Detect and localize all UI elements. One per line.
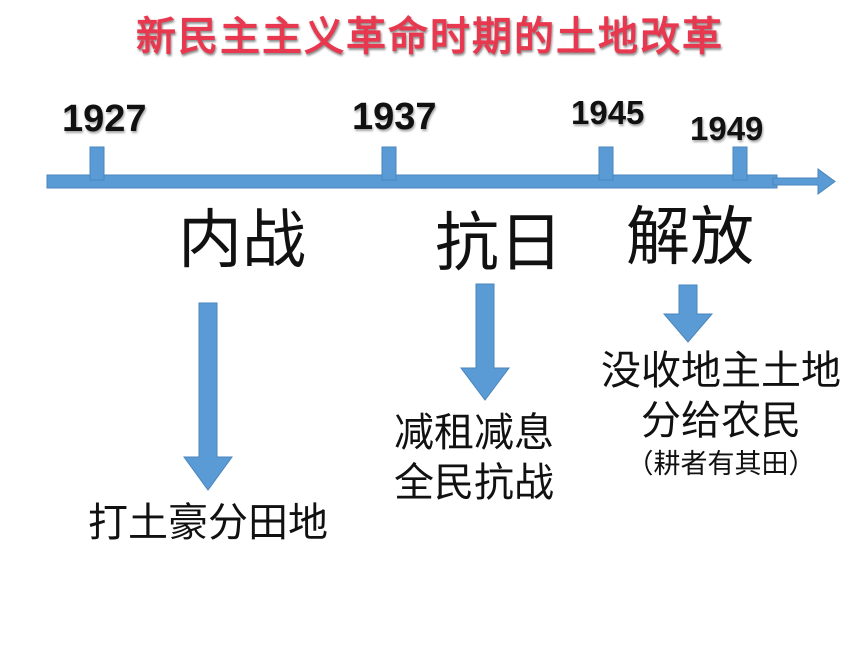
year-label-1927: 1927 — [62, 98, 147, 140]
year-label-1945: 1945 — [571, 94, 645, 131]
timeline-bar — [46, 174, 778, 189]
down-arrow-icon-anti-japanese — [460, 283, 510, 401]
policy-line: 分给农民 — [641, 398, 801, 444]
tick-1937 — [381, 146, 397, 181]
year-label-1949: 1949 — [690, 110, 764, 147]
policy-anti-japanese: 减租减息 全民抗战 — [384, 408, 564, 508]
policy-note: （耕者有其田） — [626, 449, 816, 480]
policy-liberation: 没收地主土地 分给农民 （耕者有其田） — [588, 346, 854, 482]
policy-civil-war: 打土豪分田地 — [70, 498, 346, 548]
tick-1945 — [598, 146, 614, 181]
timeline-arrow-icon — [772, 168, 836, 195]
period-label-civil-war: 内战 — [178, 204, 306, 278]
policy-line: 没收地主土地 — [601, 348, 841, 394]
policy-line: 减租减息 — [394, 410, 554, 456]
down-arrow-icon-civil-war — [183, 302, 233, 491]
tick-1927 — [89, 146, 105, 181]
year-label-1937: 1937 — [352, 96, 437, 138]
page-title: 新民主主义革命时期的土地改革 — [136, 13, 724, 60]
policy-line: 打土豪分田地 — [88, 500, 328, 546]
period-label-liberation: 解放 — [626, 201, 754, 275]
period-label-anti-japanese: 抗日 — [435, 207, 563, 281]
tick-1949 — [732, 146, 748, 181]
down-arrow-icon-liberation — [662, 284, 714, 343]
policy-line: 全民抗战 — [394, 460, 554, 506]
